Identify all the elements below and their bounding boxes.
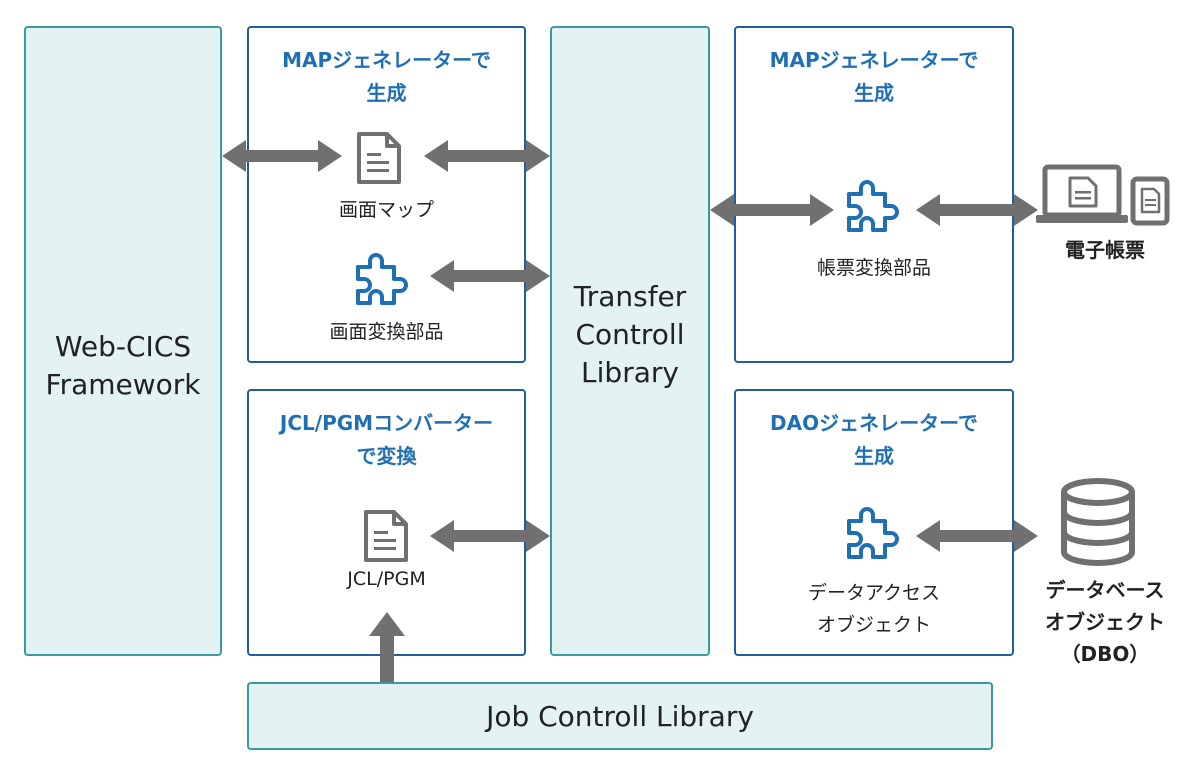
- map-generator-panel-left: MAPジェネレーターで 生成 画面マップ 画面変換部品: [247, 26, 526, 363]
- puzzle-icon: [847, 507, 899, 559]
- jcl-pgm-converter-panel: JCL/PGMコンバーター で変換 JCL/PGM: [247, 389, 526, 656]
- screen-map-label: 画面マップ: [338, 199, 434, 221]
- arrow-job-to-jcl: [369, 612, 405, 682]
- puzzle-icon: [356, 253, 408, 305]
- panel-title-line1: MAPジェネレーターで: [769, 48, 979, 72]
- transfer-label-line3: Library: [581, 356, 679, 389]
- data-access-object-line2: オブジェクト: [816, 614, 931, 636]
- framework-label-line2: Framework: [45, 368, 201, 401]
- puzzle-icon: [847, 180, 899, 232]
- panel-title-line2: 生成: [366, 81, 407, 105]
- database-object-label: データベース オブジェクト （DBO）: [1020, 574, 1190, 670]
- panel-title: MAPジェネレーターで 生成: [249, 44, 524, 110]
- jcl-pgm-label: JCL/PGM: [347, 568, 426, 590]
- arrow-transfer-to-report-parts: [710, 194, 834, 226]
- panel-title-line1: DAOジェネレーターで: [770, 411, 978, 435]
- transfer-label: Transfer Controll Library: [552, 278, 708, 392]
- document-icon: [364, 510, 408, 562]
- web-cics-framework-block: Web-CICS Framework: [24, 26, 222, 656]
- report-conversion-parts-label: 帳票変換部品: [816, 257, 931, 279]
- panel-title-line2: 生成: [854, 444, 894, 468]
- database-object-line2: オブジェクト: [1045, 610, 1165, 634]
- framework-label: Web-CICS Framework: [26, 328, 220, 404]
- panel-title: DAOジェネレーターで 生成: [736, 407, 1012, 473]
- transfer-label-line1: Transfer: [573, 280, 687, 313]
- job-controll-library-block: Job Controll Library: [247, 682, 993, 750]
- e-report-label: 電子帳票: [1065, 238, 1145, 262]
- transfer-controll-library-block: Transfer Controll Library: [550, 26, 710, 656]
- screen-conversion-parts-label: 画面変換部品: [329, 321, 444, 343]
- panel-title-line1: JCL/PGMコンバーター: [279, 411, 494, 435]
- transfer-label-line2: Controll: [575, 318, 685, 351]
- database-object-line1: データベース: [1045, 578, 1165, 602]
- arrow-report-parts-to-e-report: [916, 194, 1038, 226]
- laptop-icon: [1036, 164, 1128, 223]
- document-icon: [357, 132, 401, 184]
- database-icon: [1061, 478, 1135, 566]
- job-label: Job Controll Library: [486, 700, 754, 733]
- arrow-screen-parts-to-transfer: [430, 260, 550, 292]
- panel-title: MAPジェネレーターで 生成: [736, 44, 1012, 110]
- arrow-data-access-to-database: [916, 520, 1038, 552]
- database-object-line3: （DBO）: [1060, 642, 1150, 666]
- arrow-jcl-to-transfer: [430, 520, 550, 552]
- arrow-screen-map-to-transfer: [424, 140, 550, 172]
- panel-title: JCL/PGMコンバーター で変換: [249, 407, 524, 473]
- panel-title-line1: MAPジェネレーターで: [282, 48, 491, 72]
- tablet-icon: [1130, 176, 1170, 226]
- framework-label-line1: Web-CICS: [54, 330, 192, 363]
- data-access-object-line1: データアクセス: [807, 582, 941, 604]
- panel-title-line2: で変換: [356, 444, 417, 468]
- data-access-object-label: データアクセス オブジェクト: [736, 577, 1012, 641]
- panel-title-line2: 生成: [854, 81, 894, 105]
- arrow-framework-to-screen-map: [222, 140, 342, 172]
